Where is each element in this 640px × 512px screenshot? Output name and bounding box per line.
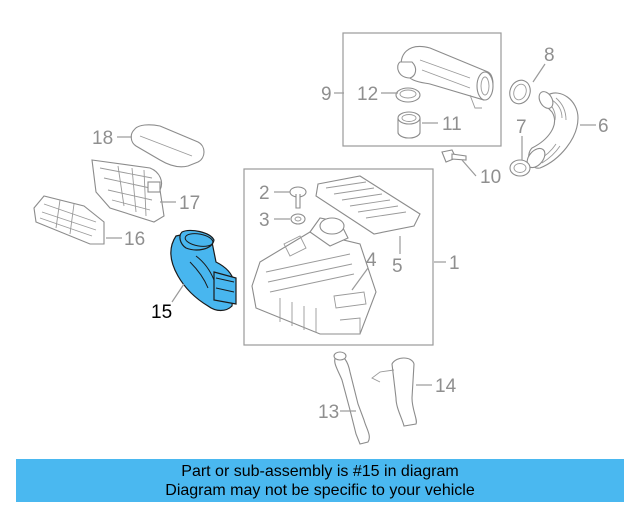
banner-line-disclaimer: Diagram may not be specific to your vehi…: [165, 482, 475, 499]
filter-element-5-part: [315, 175, 421, 235]
callout-8: 8: [544, 45, 555, 66]
grommet-3-part: [290, 213, 306, 225]
callout-12: 12: [357, 84, 378, 105]
callout-3: 3: [259, 210, 270, 231]
leader-lines: [106, 63, 596, 412]
callout-2: 2: [259, 183, 270, 204]
callout-17: 17: [179, 193, 200, 214]
callout-9: 9: [321, 84, 332, 105]
callout-6: 6: [598, 116, 609, 137]
callout-7: 7: [516, 117, 527, 138]
air-cleaner-housing-4-part: [251, 217, 377, 335]
callout-16: 16: [124, 229, 145, 250]
bolt-2-part: [289, 186, 307, 209]
seal-11-part: [397, 111, 421, 139]
group-box-air-cleaner: [243, 168, 434, 346]
callout-13: 13: [318, 402, 339, 423]
callout-4: 4: [366, 250, 377, 271]
clamp-8-part: [509, 79, 531, 105]
duct-17-part: [91, 159, 165, 223]
callout-1: 1: [449, 253, 460, 274]
callout-14: 14: [435, 376, 457, 397]
air-duct-15-highlighted-part: [170, 229, 237, 312]
clamp-7-part: [509, 159, 531, 177]
callout-5: 5: [392, 256, 403, 277]
bolt-10-part: [441, 149, 467, 163]
callout-18: 18: [92, 128, 113, 149]
parts-diagram: 1 2 3 4 5 6 7 8 9 10 11 12 13 14 15 16 1…: [33, 32, 609, 445]
intake-pipe-part: [397, 46, 494, 109]
callout-11: 11: [442, 114, 462, 135]
drain-tube-13-part: [333, 351, 370, 445]
group-box-intake-pipe: [342, 32, 502, 147]
hose-14-part: [371, 357, 417, 427]
banner-line-part-number: Part or sub-assembly is #15 in diagram: [181, 463, 459, 480]
hose-6-part: [526, 91, 579, 169]
cover-18-part: [130, 124, 205, 168]
duct-16-part: [33, 195, 105, 245]
callout-10: 10: [480, 167, 501, 188]
info-banner: Part or sub-assembly is #15 in diagram D…: [16, 459, 624, 502]
clamp-12-part: [395, 87, 421, 103]
callout-15: 15: [151, 302, 172, 323]
